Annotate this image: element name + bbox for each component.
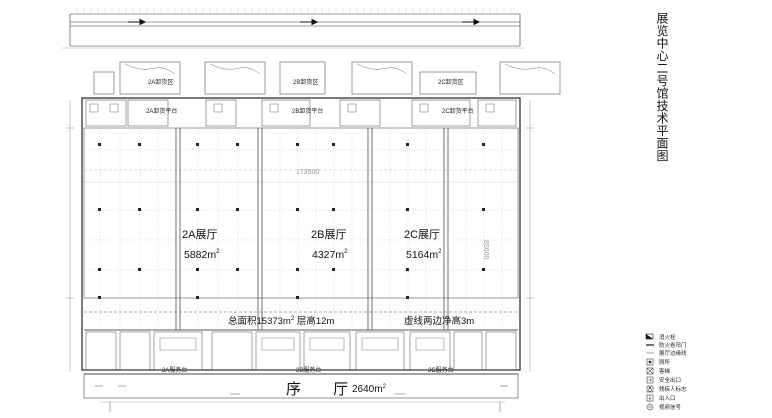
platform-label-2b: 2B卸货平台 xyxy=(292,107,323,115)
svg-text:4327m2: 4327m2 xyxy=(312,249,348,261)
hall-area-2a: 5882m xyxy=(184,249,216,261)
lobby-name: 序 厅 xyxy=(286,381,362,398)
fire-hydrant-icon xyxy=(645,333,654,340)
floor-height-label: 层高12m xyxy=(297,315,335,327)
svg-text:2640m2: 2640m2 xyxy=(352,384,387,395)
service-desk-label-2b: 2B服务台 xyxy=(296,366,321,374)
legend-label-hall-boundary: 展厅边缘线 xyxy=(659,349,687,357)
access-road xyxy=(62,8,525,49)
loading-zone-labels: 2A卸货区 2B卸货区 2C卸货区 2A卸货平台 2B卸货平台 2C卸货平台 xyxy=(146,78,474,115)
structural-columns xyxy=(98,143,485,299)
svg-text:总面积15373m2 层高12m: 总面积15373m2 层高12m xyxy=(228,315,334,327)
clear-height-label: 虚线两边净高3m xyxy=(404,315,474,327)
hall-name-2c: 2C展厅 xyxy=(404,228,440,241)
lobby-area: 2640m xyxy=(352,384,383,395)
front-service-rooms xyxy=(85,331,517,371)
lobby-entrance-marks xyxy=(95,385,508,412)
legend-label-accessible: 残疾人标志 xyxy=(659,385,687,393)
drawing-title: 展览中心二号馆技术平面图 xyxy=(655,12,669,162)
legend-label-safety-exit: 安全出口 xyxy=(659,376,681,384)
legend-label-toilet: 厕所 xyxy=(659,358,671,366)
entrance-icon xyxy=(646,394,654,402)
legend-label-fire-shutter: 防火卷帘门 xyxy=(659,341,687,349)
unload-zone-label-2b: 2B卸货区 xyxy=(293,78,318,86)
safety-exit-icon xyxy=(646,376,654,384)
total-area-label: 总面积15373m xyxy=(228,315,291,327)
loading-platforms xyxy=(85,99,517,127)
unload-zone-label-2c: 2C卸货区 xyxy=(438,78,464,86)
svg-text:5164m2: 5164m2 xyxy=(406,249,442,261)
column-grid xyxy=(84,130,518,328)
building-outline xyxy=(81,97,521,403)
service-desk-label-2c: 2C服务台 xyxy=(428,366,454,374)
hall-name-2a: 2A展厅 xyxy=(182,228,217,241)
unload-zone-label-2a: 2A卸货区 xyxy=(148,78,173,86)
service-desk-labels: 2A服务台 2B服务台 2C服务台 xyxy=(162,366,454,374)
traffic-arrow-icon xyxy=(128,18,481,26)
dimension-lines xyxy=(66,100,534,372)
hall-area-2b: 4327m xyxy=(312,249,344,261)
hall-area-2c: 5164m xyxy=(406,249,438,261)
hall-name-2b: 2B展厅 xyxy=(311,228,346,241)
platform-label-2a: 2A卸货平台 xyxy=(146,107,177,115)
legend-label-video-signal: 视频信号 xyxy=(659,403,682,411)
hall-partitions xyxy=(175,128,449,330)
elevator-icon xyxy=(646,367,654,375)
svg-text:5882m2: 5882m2 xyxy=(184,249,220,261)
video-signal-icon xyxy=(646,403,654,411)
platform-label-2c: 2C卸货平台 xyxy=(442,107,474,115)
lobby-labels: 序 厅 2640m2 xyxy=(286,381,387,398)
legend: 消火栓 防火卷帘门 展厅边缘线 厕所 客梯 安全出口 残疾人标志 出入口 xyxy=(645,333,687,411)
legend-label-fire-hydrant: 消火栓 xyxy=(659,333,676,341)
service-desk-label-2a: 2A服务台 xyxy=(162,366,187,374)
legend-label-entrance: 出入口 xyxy=(659,394,676,402)
hall-labels: 2A展厅 5882m2 2B展厅 4327m2 2C展厅 5164m2 xyxy=(182,228,442,261)
summary-labels: 总面积15373m2 层高12m 虚线两边净高3m xyxy=(228,315,474,327)
loading-zone-outlines xyxy=(93,61,561,95)
overall-width-dimension: 173500 xyxy=(296,169,319,176)
toilet-icon xyxy=(646,358,654,366)
legend-label-elevator: 客梯 xyxy=(659,367,671,375)
overall-depth-dimension: 85600 xyxy=(482,240,489,260)
accessible-sign-icon xyxy=(646,385,654,393)
